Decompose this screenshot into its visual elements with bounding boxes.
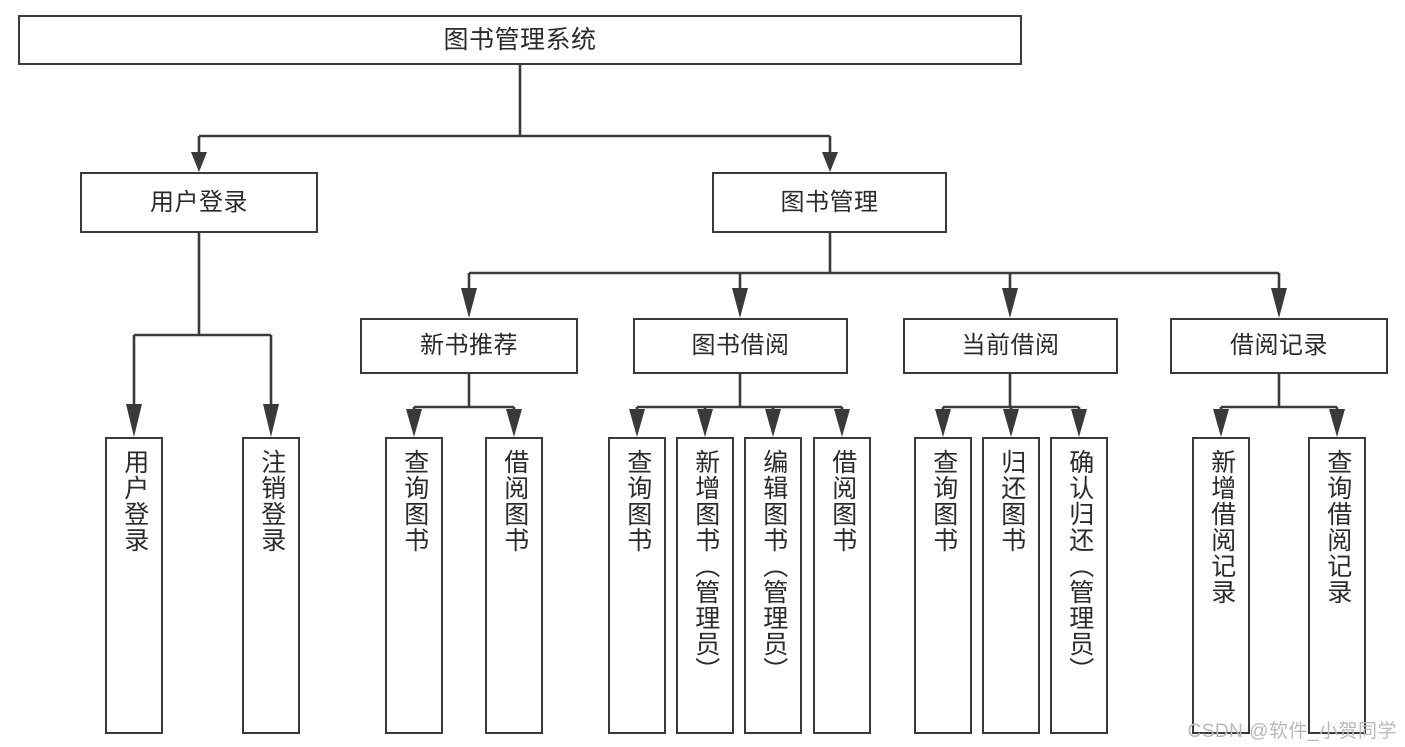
leaf-current-borrow-2[interactable]: 归还图书 [982,437,1040,734]
leaf-borrow-record-1-label: 新增借阅记录 [1207,449,1236,605]
leaf-book-borrow-4-label: 借阅图书 [828,449,857,553]
leaf-user-login-2[interactable]: 注销登录 [242,437,300,734]
arrowhead-current-borrow-leaf2 [1003,409,1019,437]
leaf-borrow-record-1[interactable]: 新增借阅记录 [1192,437,1250,734]
leaf-new-book-1-label: 查询图书 [400,449,429,553]
leaf-book-borrow-4[interactable]: 借阅图书 [813,437,871,734]
node-book-manage-label: 图书管理 [780,188,879,216]
arrowhead-book-manage [822,152,838,172]
leaf-book-borrow-3-label: 编辑图书（管理员） [759,449,788,683]
arrowhead-book-borrow-leaf2 [697,409,713,437]
leaf-current-borrow-3[interactable]: 确认归还（管理员） [1050,437,1108,734]
node-current-borrow[interactable]: 当前借阅 [903,318,1118,374]
node-new-book-recommend-label: 新书推荐 [420,332,518,360]
arrowhead-new-book-leaf2 [506,409,522,437]
node-book-borrow[interactable]: 图书借阅 [633,318,848,374]
node-borrow-record[interactable]: 借阅记录 [1170,318,1388,374]
node-root[interactable]: 图书管理系统 [18,15,1022,65]
arrowhead-book-borrow-leaf3 [765,409,781,437]
arrowhead-book-borrow [732,288,748,318]
arrowhead-user-login-leaf2 [263,404,279,437]
leaf-user-login-1-label: 用户登录 [120,449,149,553]
leaf-new-book-2-label: 借阅图书 [500,449,529,553]
watermark: CSDN @软件_小贺同学 [1187,721,1397,742]
leaf-new-book-2[interactable]: 借阅图书 [485,437,543,734]
node-user-login-label: 用户登录 [150,188,248,216]
node-book-borrow-label: 图书借阅 [691,332,790,360]
leaf-current-borrow-1-label: 查询图书 [929,449,958,553]
arrowhead-book-borrow-leaf1 [629,409,645,437]
arrowhead-new-book [461,288,477,318]
node-user-login[interactable]: 用户登录 [80,172,318,233]
arrowhead-user-login [191,152,207,172]
leaf-user-login-1[interactable]: 用户登录 [105,437,163,734]
node-current-borrow-label: 当前借阅 [961,332,1060,360]
arrowhead-current-borrow-leaf3 [1071,409,1087,437]
leaf-book-borrow-3[interactable]: 编辑图书（管理员） [744,437,802,734]
leaf-current-borrow-3-label: 确认归还（管理员） [1065,449,1094,683]
leaf-book-borrow-2[interactable]: 新增图书（管理员） [676,437,734,734]
leaf-book-borrow-2-label: 新增图书（管理员） [691,449,720,683]
node-new-book-recommend[interactable]: 新书推荐 [360,318,578,374]
leaf-current-borrow-1[interactable]: 查询图书 [914,437,972,734]
leaf-book-borrow-1-label: 查询图书 [623,449,652,553]
arrowhead-user-login-leaf1 [126,404,142,437]
leaf-borrow-record-2[interactable]: 查询借阅记录 [1308,437,1366,734]
leaf-borrow-record-2-label: 查询借阅记录 [1323,449,1352,605]
arrowhead-current-borrow [1002,288,1018,318]
arrowhead-current-borrow-leaf1 [935,409,951,437]
leaf-current-borrow-2-label: 归还图书 [997,449,1026,553]
arrowhead-borrow-record-leaf2 [1329,409,1345,437]
node-borrow-record-label: 借阅记录 [1230,332,1328,360]
arrowhead-borrow-record-leaf1 [1213,409,1229,437]
leaf-new-book-1[interactable]: 查询图书 [385,437,443,734]
node-root-label: 图书管理系统 [443,25,597,54]
arrowhead-borrow-record [1271,288,1287,318]
arrowhead-new-book-leaf1 [406,409,422,437]
node-book-manage[interactable]: 图书管理 [712,172,947,233]
leaf-user-login-2-label: 注销登录 [257,449,286,553]
arrowhead-book-borrow-leaf4 [834,409,850,437]
leaf-book-borrow-1[interactable]: 查询图书 [608,437,666,734]
